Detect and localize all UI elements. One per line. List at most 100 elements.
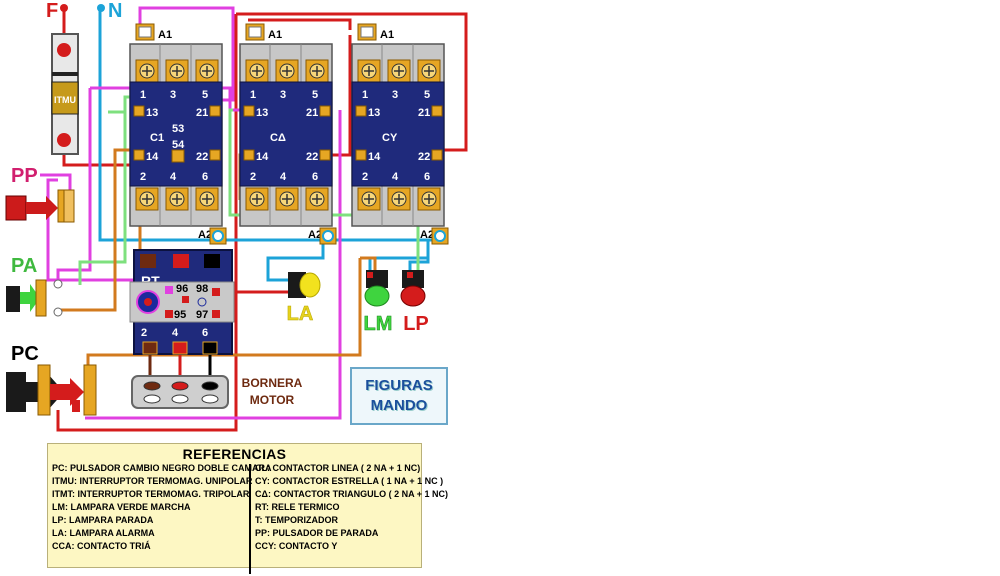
coil-a2-label: A2 [198,229,212,241]
screw-icon [138,26,152,38]
ref-item: CY: CONTACTOR ESTRELLA ( 1 NA + 1 NC ) [255,476,444,486]
coil-a1-label: A1 [158,29,172,41]
coil-a2-label: A2 [420,229,434,241]
relay-t4: 4 [172,327,179,339]
relay-96: 96 [176,283,188,295]
alarm-lamp-la: LA [286,272,321,325]
pp-label: PP [11,165,38,187]
references-divider [249,464,251,574]
pa-label: PA [11,255,37,277]
change-button-pc[interactable]: PC [6,343,97,416]
aux-22-label: 22 [418,151,430,163]
aux-21-label: 21 [306,107,318,119]
terminal-6-label: 6 [312,171,318,183]
terminal-1-label: 1 [362,89,368,101]
motor-label-1: BORNERA [242,376,303,390]
references-right: CL: CONTACTOR LINEA ( 2 NA + 1 NC) CY: C… [255,462,448,574]
stop-lamp-lp: LP [400,270,429,335]
relay-98: 98 [196,283,208,295]
coil-a1-label: A1 [268,29,282,41]
terminal-2-label: 2 [250,171,256,183]
ref-item: ITMT: INTERRUPTOR TERMOMAG. TRIPOLAR [52,489,250,499]
aux-21-label: 21 [418,107,430,119]
running-lamp-lm: LM [363,270,393,335]
relay-95: 95 [174,309,186,321]
terminal-1-label: 1 [140,89,146,101]
aux-22-label: 22 [306,151,318,163]
phase-terminal [60,4,68,12]
aux-54-label: 54 [172,139,185,151]
terminal-4-label: 4 [392,171,399,183]
aux-22-label: 22 [196,151,208,163]
screw-icon [434,230,446,242]
ref-item: RT: RELE TERMICO [255,502,340,512]
coil-a1-label: A1 [380,29,394,41]
pc-label: PC [11,343,39,365]
references-title: REFERENCIAS [182,446,287,462]
terminal-6-label: 6 [202,171,208,183]
ref-item: PC: PULSADOR CAMBIO NEGRO DOBLE CAMARA [52,463,272,473]
lm-label: LM [364,313,393,335]
terminal-5-label: 5 [424,89,430,101]
terminal-2-label: 2 [140,171,146,183]
motor-label-2: MOTOR [250,393,295,407]
figures-panel: FIGURAS MANDO [350,367,448,425]
relay-t6: 6 [202,327,208,339]
aux-13-label: 13 [146,107,158,119]
ref-item: LM: LAMPARA VERDE MARCHA [52,502,191,512]
terminal-3-label: 3 [170,89,176,101]
start-button-pa[interactable]: PA [6,255,63,317]
coil-a2-label: A2 [308,229,322,241]
ref-item: CCY: CONTACTO Y [255,541,338,551]
motor-terminal-block: BORNERA MOTOR [131,375,303,409]
screw-icon [360,26,374,38]
screw-icon [322,230,334,242]
terminal-5-label: 5 [202,89,208,101]
terminal-4-label: 4 [170,171,177,183]
screw-icon [212,230,224,242]
ref-item: CΔ: CONTACTOR TRIANGULO ( 2 NA + 1 NC) [255,489,449,499]
aux-14-label: 14 [256,151,269,163]
thermal-relay-rt: RT 96 98 95 97 2 4 6 [129,249,235,355]
contactor-name: CY [382,132,398,144]
aux-53-label: 53 [172,123,184,135]
terminal-4-label: 4 [280,171,287,183]
ref-item: PP: PULSADOR DE PARADA [255,528,379,538]
ref-item: LP: LAMPARA PARADA [52,515,154,525]
itmu-breaker: ITMU [51,33,79,155]
aux-14-label: 14 [146,151,159,163]
relay-97: 97 [196,309,208,321]
ref-item: ITMU: INTERRUPTOR TERMOMAG. UNIPOLAR [52,476,253,486]
aux-21-label: 21 [196,107,208,119]
relay-t2: 2 [141,327,147,339]
contactor-name: CΔ [270,132,286,144]
neutral-terminal [97,4,105,12]
supply-labels: F N [46,0,122,22]
neutral-label: N [108,0,122,22]
aux-13-label: 13 [368,107,380,119]
terminal-6-label: 6 [424,171,430,183]
figures-line-2: MANDO [370,397,428,414]
ref-item: CCA: CONTACTO TRIÁ [52,541,151,551]
contactor-name: C1 [150,132,164,144]
stop-button-pp[interactable]: PP [5,165,75,223]
lp-label: LP [403,313,429,335]
ref-item: T: TEMPORIZADOR [255,515,338,525]
ref-item: LA: LAMPARA ALARMA [52,528,155,538]
screw-icon [248,26,262,38]
terminal-3-label: 3 [392,89,398,101]
terminal-2-label: 2 [362,171,368,183]
terminal-3-label: 3 [280,89,286,101]
references-box: REFERENCIAS PC: PULSADOR CAMBIO NEGRO DO… [47,443,448,574]
figures-line-1: FIGURAS [365,377,433,394]
la-label: LA [287,303,314,325]
terminal-5-label: 5 [312,89,318,101]
breaker-label: ITMU [54,95,76,105]
aux-13-label: 13 [256,107,268,119]
